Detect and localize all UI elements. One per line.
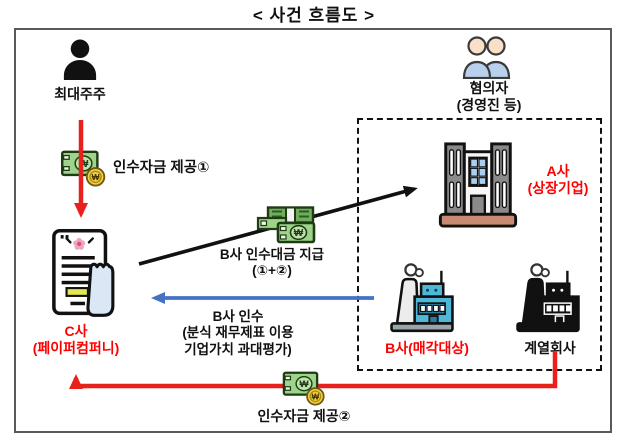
fund1-label: 인수자금 제공① bbox=[113, 160, 210, 176]
company-c-label-sub: (페이퍼컴퍼니) bbox=[32, 340, 120, 357]
office-building-icon bbox=[438, 140, 518, 228]
people-icon bbox=[457, 36, 517, 79]
page-title: < 사건 흐름도 > bbox=[252, 6, 376, 25]
payment-label-sub: (①+②) bbox=[252, 263, 292, 279]
payment-label: B사 인수대금 지급 (①+②) bbox=[197, 247, 347, 280]
acquisition-line3: 기업가치 과대평가) bbox=[184, 341, 292, 357]
document-icon bbox=[50, 227, 122, 320]
shareholder-label: 최대주주 bbox=[54, 86, 106, 102]
person-icon bbox=[60, 39, 100, 80]
company-a-label-sub: (상장기업) bbox=[527, 180, 589, 197]
suspects-label-sub: (경영진 등) bbox=[456, 97, 522, 114]
company-c-label: C사 (페이퍼컴퍼니) bbox=[15, 323, 137, 357]
company-a-label: A사 (상장기업) bbox=[517, 163, 599, 197]
svg-text:₩: ₩ bbox=[79, 159, 89, 170]
company-b-label: B사(매각대상) bbox=[385, 340, 469, 356]
payment-label-main: B사 인수대금 지급 bbox=[219, 247, 325, 262]
acquisition-line2: (분식 재무제표 이용 bbox=[182, 325, 294, 341]
money-bill-coin-icon: ₩ ₩ bbox=[60, 150, 107, 187]
company-a-label-main: A사 bbox=[546, 163, 570, 179]
fund2-label: 인수자금 제공② bbox=[257, 408, 351, 424]
factory-blue-icon bbox=[386, 260, 458, 337]
company-c-label-main: C사 bbox=[64, 323, 88, 339]
svg-text:₩: ₩ bbox=[299, 379, 309, 390]
svg-text:₩: ₩ bbox=[92, 172, 100, 182]
svg-text:₩: ₩ bbox=[294, 228, 304, 239]
affiliate-label: 계열회사 bbox=[524, 340, 576, 356]
svg-text:₩: ₩ bbox=[312, 392, 320, 401]
money-stack-icon: ₩ bbox=[252, 206, 330, 244]
acquisition-line1: B사 인수 bbox=[212, 309, 264, 324]
suspects-label-main: 혐의자 bbox=[469, 80, 509, 96]
suspects-label: 혐의자 (경영진 등) bbox=[427, 80, 551, 114]
factory-black-icon bbox=[512, 260, 584, 337]
money-bill-coin-icon-2: ₩ ₩ bbox=[281, 371, 327, 406]
acquisition-label: B사 인수 (분식 재무제표 이용 기업가치 과대평가) bbox=[152, 309, 324, 358]
